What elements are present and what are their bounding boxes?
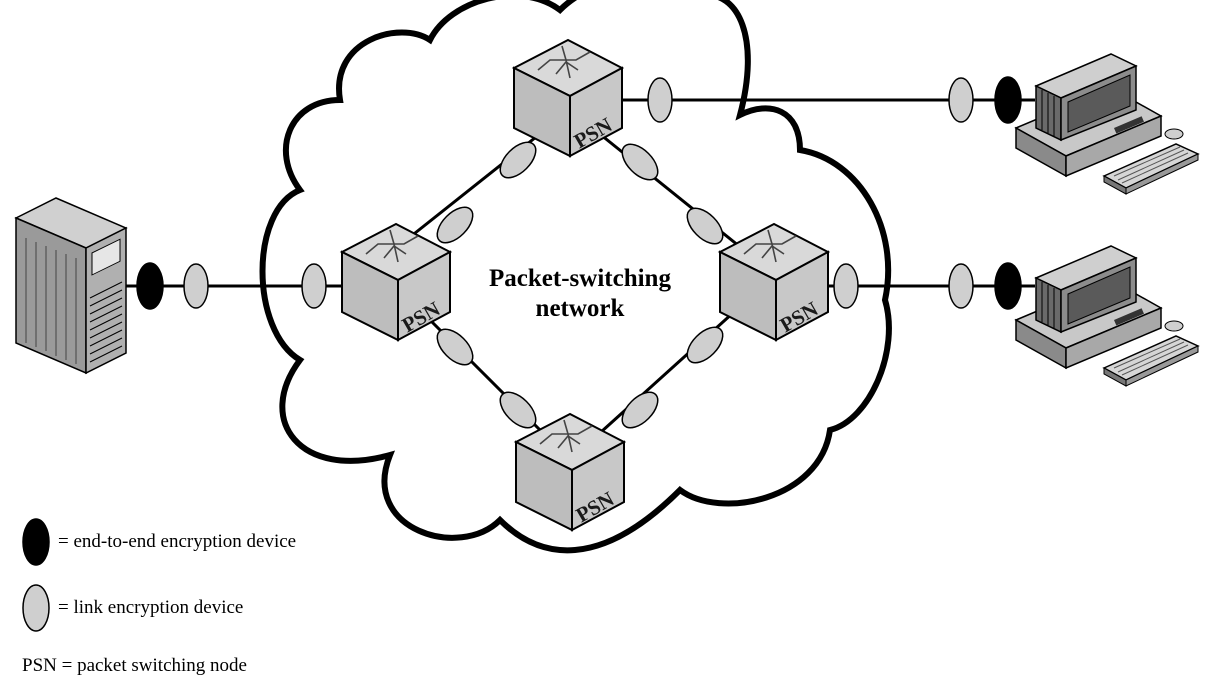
end-to-end-encryption-device xyxy=(136,262,164,310)
link-encryption-icon xyxy=(22,584,50,632)
end-to-end-encryption-device xyxy=(994,76,1022,124)
psn-node-right: PSN xyxy=(719,223,829,341)
link-encryption-device xyxy=(301,263,327,309)
desktop-computer-icon xyxy=(1015,53,1199,195)
end-to-end-encryption-icon xyxy=(22,518,50,566)
legend-end-to-end: = end-to-end encryption device xyxy=(22,515,296,569)
psn-node-bottom: PSN xyxy=(515,413,625,531)
server-icon xyxy=(15,197,127,374)
link-encryption-device xyxy=(948,263,974,309)
legend-end-to-end-text: = end-to-end encryption device xyxy=(58,531,297,552)
network-cloud xyxy=(259,0,892,554)
link-encryption-device xyxy=(948,77,974,123)
network-title-line1: Packet-switching xyxy=(489,265,671,292)
legend-psn: PSN = packet switching node xyxy=(22,655,247,677)
link-encryption-device xyxy=(833,263,859,309)
legend-link-text: = link encryption device xyxy=(58,597,244,618)
link-encryption-device xyxy=(430,200,480,250)
end-to-end-encryption-device xyxy=(994,262,1022,310)
psn-node-top: PSN xyxy=(513,39,623,157)
link-encryption-device xyxy=(680,201,730,251)
legend: = end-to-end encryption device = link en… xyxy=(22,515,442,685)
link-encryption-device xyxy=(647,77,673,123)
link-encryption-device xyxy=(493,135,543,185)
network-title-line2: network xyxy=(536,295,625,322)
legend-psn-text: PSN = packet switching node xyxy=(22,655,247,676)
link-encryption-device xyxy=(183,263,209,309)
psn-node-left: PSN xyxy=(341,223,451,341)
desktop-computer-icon xyxy=(1015,245,1199,387)
legend-link: = link encryption device xyxy=(22,581,243,635)
link-encryption-device xyxy=(680,320,730,370)
